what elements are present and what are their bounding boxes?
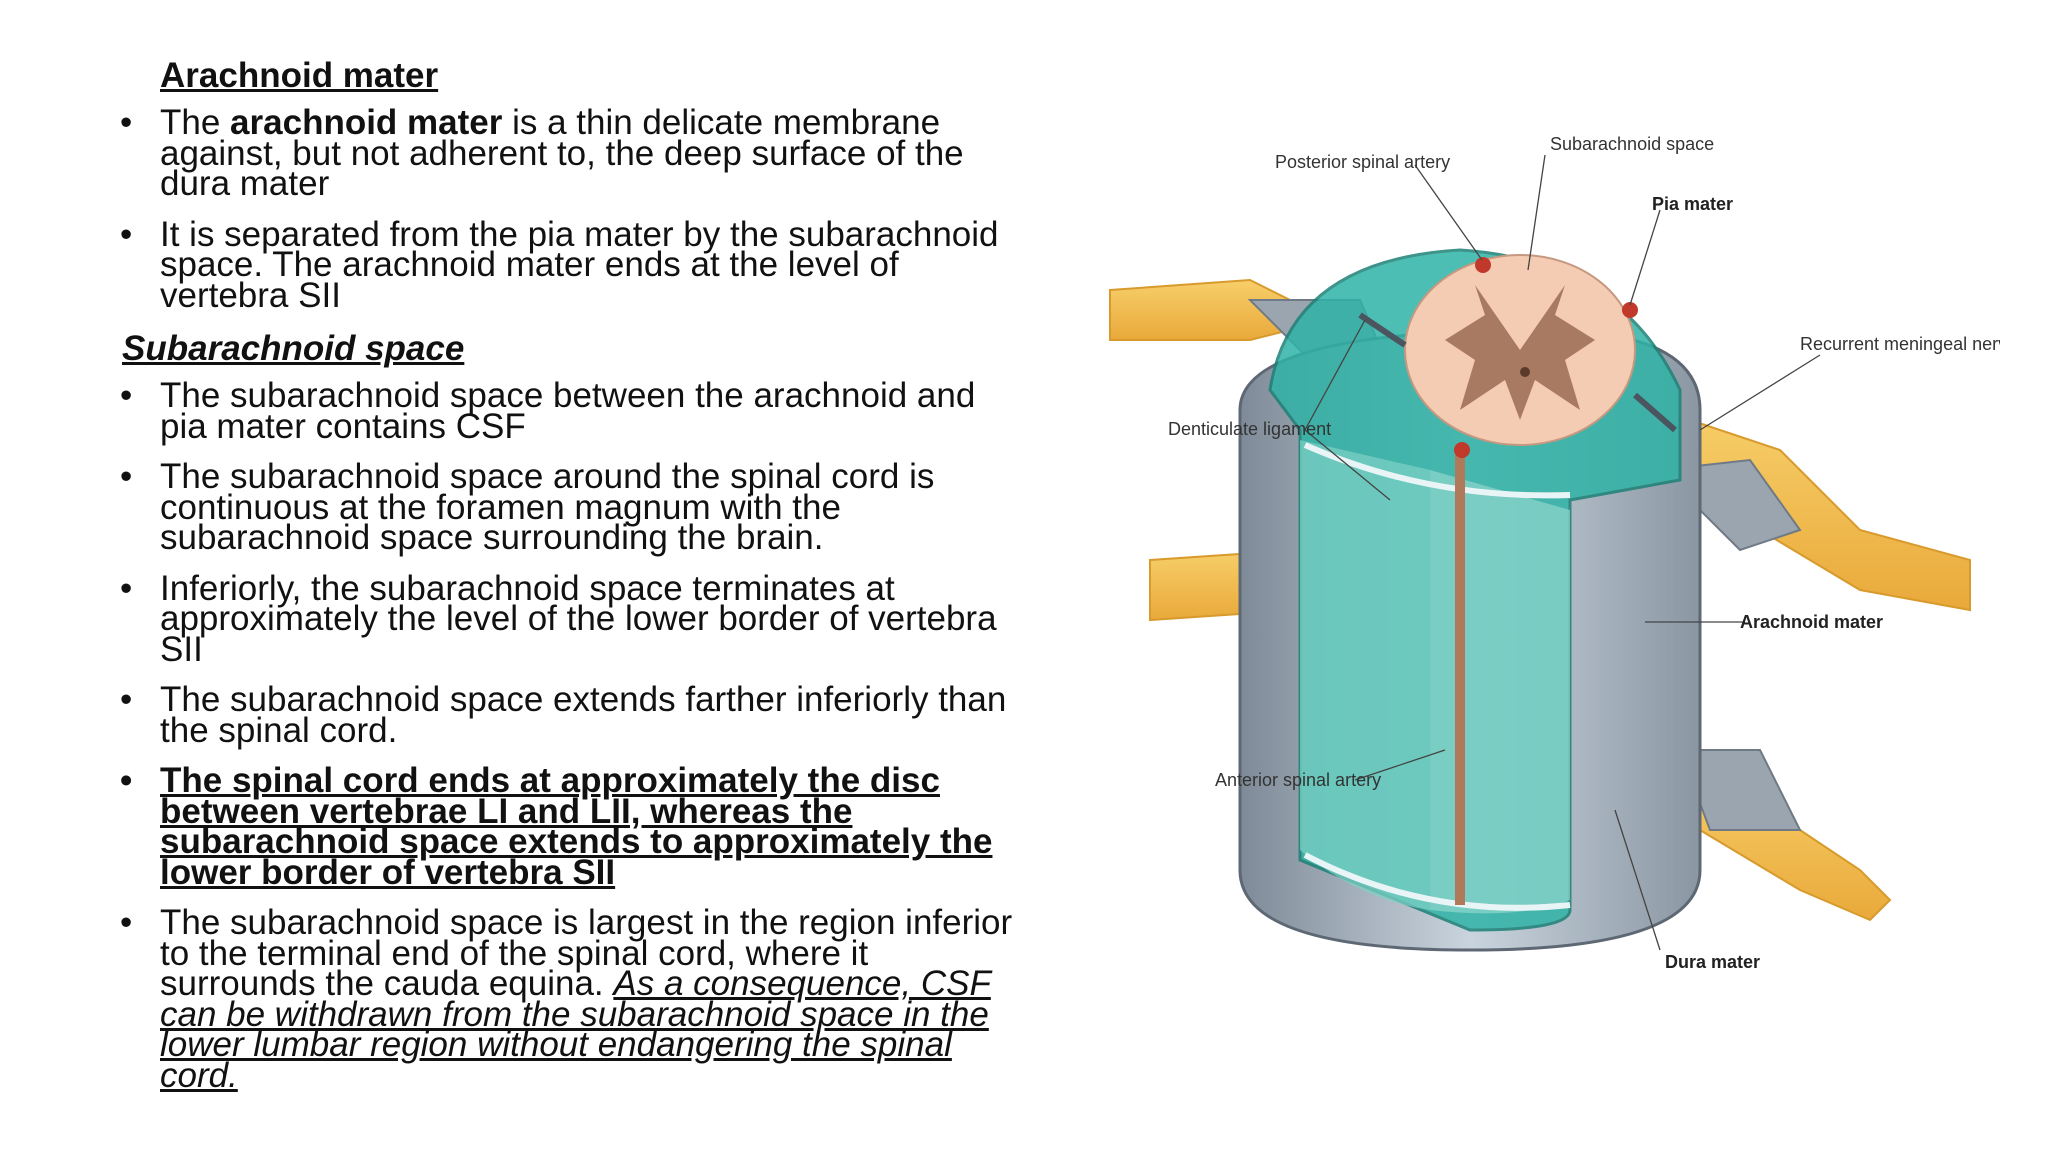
grey-matter <box>1445 285 1595 420</box>
posterior-spinal-artery-dot <box>1475 257 1491 273</box>
heading-subarachnoid-space: Subarachnoid space <box>122 329 465 368</box>
bullet-text: The subarachnoid space is largest in the… <box>160 903 1013 1003</box>
spinal-meninges-diagram: Posterior spinal artery Subarachnoid spa… <box>1109 134 2000 972</box>
label-posterior-spinal-artery: Posterior spinal artery <box>1275 152 1450 172</box>
anterior-spinal-artery-vessel <box>1455 445 1465 905</box>
subarachnoid-bullets: The subarachnoid space between the arach… <box>120 378 1020 1092</box>
denticulate-ligament-right <box>1633 392 1677 433</box>
label-pia-mater: Pia mater <box>1652 194 1733 214</box>
label-subarachnoid-space: Subarachnoid space <box>1550 134 1714 154</box>
artery-dot <box>1622 302 1638 318</box>
bullet-item: The subarachnoid space extends farther i… <box>120 682 1020 748</box>
bullet-item: The arachnoid mater is a thin delicate m… <box>120 105 1020 201</box>
bullet-item: Inferiorly, the subarachnoid space termi… <box>120 571 1020 667</box>
bullet-item: The spinal cord ends at approximately th… <box>120 763 1020 890</box>
anterior-spinal-artery-dot <box>1454 442 1470 458</box>
denticulate-ligament-left <box>1358 312 1407 348</box>
text-column: Arachnoid mater The arachnoid mater is a… <box>120 58 1020 1111</box>
emphasis-text: As a consequence, CSF can be withdrawn f… <box>160 964 991 1095</box>
leader-lines <box>1304 154 1821 951</box>
label-recurrent-meningeal-nerves: Recurrent meningeal nerves <box>1800 334 2000 354</box>
heading-arachnoid-mater: Arachnoid mater <box>160 56 439 95</box>
bold-term: arachnoid mater <box>230 103 503 142</box>
label-arachnoid-mater: Arachnoid mater <box>1740 612 1883 632</box>
label-dura-mater: Dura mater <box>1665 952 1760 972</box>
arachnoid-bullets: The arachnoid mater is a thin delicate m… <box>120 105 1020 313</box>
bullet-item: The subarachnoid space between the arach… <box>120 378 1020 444</box>
bullet-item: The subarachnoid space around the spinal… <box>120 459 1020 555</box>
bullet-text: is a thin delicate membrane against, but… <box>160 103 964 203</box>
label-anterior-spinal-artery: Anterior spinal artery <box>1215 770 1381 790</box>
bullet-item: It is separated from the pia mater by th… <box>120 217 1020 313</box>
label-denticulate-ligament: Denticulate ligament <box>1168 419 1331 439</box>
bullet-text: The <box>160 103 231 142</box>
bullet-item: The subarachnoid space is largest in the… <box>120 905 1020 1092</box>
